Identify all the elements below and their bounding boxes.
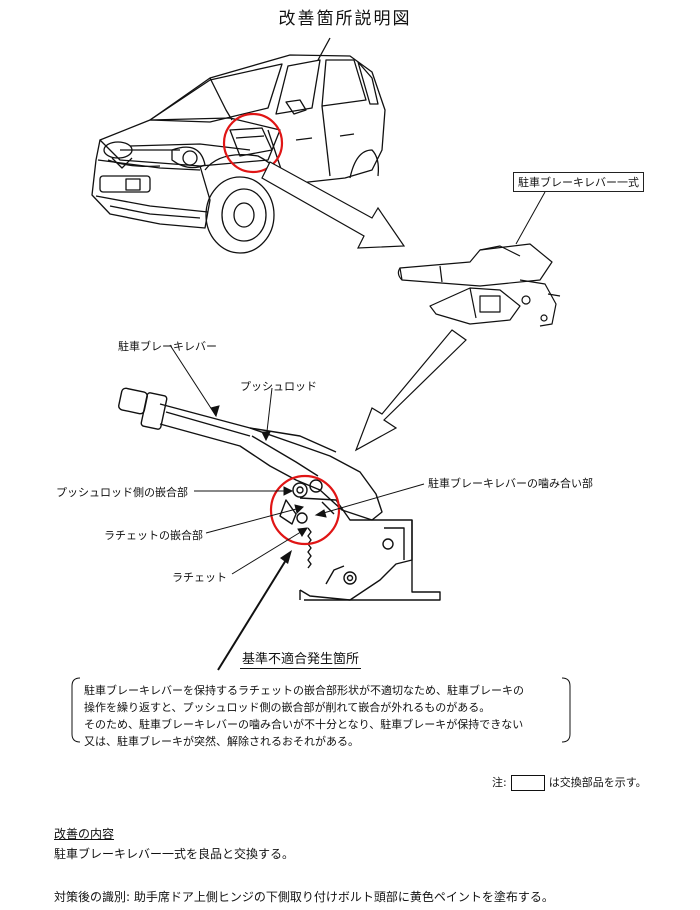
arrow-car-to-assembly (261, 161, 406, 249)
label-fault-location: 基準不適合発生箇所 (240, 648, 362, 669)
arrow-assembly-to-detail (354, 329, 467, 452)
legend-note: 注: は交換部品を示す。 (492, 774, 647, 791)
improvement-body: 駐車ブレーキレバー一式を良品と交換する。 (54, 847, 295, 861)
label-mesh: 駐車ブレーキレバーの噛み合い部 (428, 477, 593, 490)
label-assembly: 駐車ブレーキレバー一式 (513, 172, 644, 192)
lever-assembly-illustration (397, 243, 561, 327)
callout-lines (169, 344, 425, 575)
label-lever: 駐車ブレーキレバー (118, 340, 217, 353)
note-suffix: は交換部品を示す。 (548, 776, 647, 789)
description-line: 操作を繰り返すと、プッシュロッド側の嵌合部が削れて嵌合が外れるものがある。 (84, 701, 491, 714)
note-prefix: 注: (492, 776, 507, 789)
improvement-heading: 改善の内容 (54, 827, 115, 841)
label-ratchet: ラチェット (172, 571, 227, 584)
page-title: 改善箇所説明図 (278, 9, 412, 29)
label-push-rod-joint: プッシュロッド側の嵌合部 (56, 486, 188, 499)
description-line: 又は、駐車ブレーキが突然、解除されるおそれがある。 (84, 735, 359, 748)
highlight-circle-car (222, 112, 284, 174)
replacement-swatch (510, 775, 545, 791)
description-box: 駐車ブレーキレバーを保持するラチェットの嵌合部形状が不適切なため、駐車ブレーキの… (74, 676, 588, 756)
identification-text: 対策後の識別: 助手席ドア上側ヒンジの下側取り付けボルト頭部に黄色ペイントを塗布… (54, 890, 554, 904)
label-push-rod: プッシュロッド (240, 380, 317, 393)
description-line: 駐車ブレーキレバーを保持するラチェットの嵌合部形状が不適切なため、駐車ブレーキの (84, 684, 524, 697)
label-ratchet-joint: ラチェットの嵌合部 (104, 529, 203, 542)
fault-arrow (217, 550, 292, 671)
description-line: そのため、駐車ブレーキレバーの噛み合いが不十分となり、駐車ブレーキが保持できない (84, 718, 524, 731)
highlight-circle-detail (269, 474, 341, 546)
